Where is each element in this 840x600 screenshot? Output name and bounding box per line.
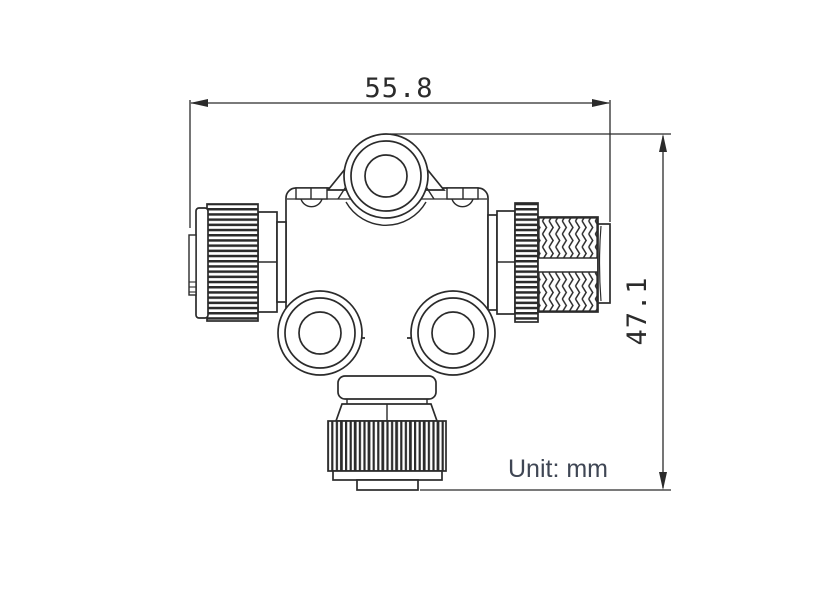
left-collar — [276, 221, 287, 303]
right-knurled-ring — [514, 202, 539, 323]
bottom-neck-bar — [337, 375, 437, 400]
arrow-down-icon — [659, 472, 667, 490]
thread-band-bottom — [538, 271, 598, 312]
bottom-ring — [332, 470, 443, 481]
arrow-right-icon — [592, 99, 610, 107]
right-tip-curve — [598, 225, 602, 302]
left-connector — [188, 203, 287, 322]
bottom-knurled-nut — [327, 420, 447, 472]
left-rim-detail — [189, 281, 196, 293]
height-dimension-value: 47.1 — [622, 276, 653, 345]
arrow-up-icon — [659, 134, 667, 152]
left-front-face — [195, 207, 209, 319]
bottom-right-port — [410, 290, 496, 376]
width-dimension-value: 55.8 — [364, 73, 433, 104]
top-port — [326, 133, 446, 226]
top-port-flange-arc — [345, 201, 427, 226]
unit-note: Unit: mm — [508, 455, 608, 483]
right-tip — [597, 223, 611, 304]
body-left-lug — [295, 187, 328, 208]
right-collar — [487, 214, 498, 311]
right-connector — [487, 202, 611, 323]
connector-part — [188, 133, 611, 491]
left-knurled-nut — [206, 203, 259, 322]
bottom-connector — [327, 375, 447, 491]
width-dimension — [189, 99, 611, 228]
bottom-right-hole — [431, 311, 475, 355]
bottom-face — [356, 479, 419, 491]
bottom-left-hole — [298, 311, 342, 355]
bottom-left-port — [277, 290, 363, 376]
left-front-rim — [188, 234, 197, 296]
top-port-hole — [364, 154, 408, 198]
arrow-left-icon — [190, 99, 208, 107]
body-right-lug — [446, 187, 479, 208]
thread-band-top — [538, 217, 598, 259]
height-dimension — [390, 133, 671, 491]
